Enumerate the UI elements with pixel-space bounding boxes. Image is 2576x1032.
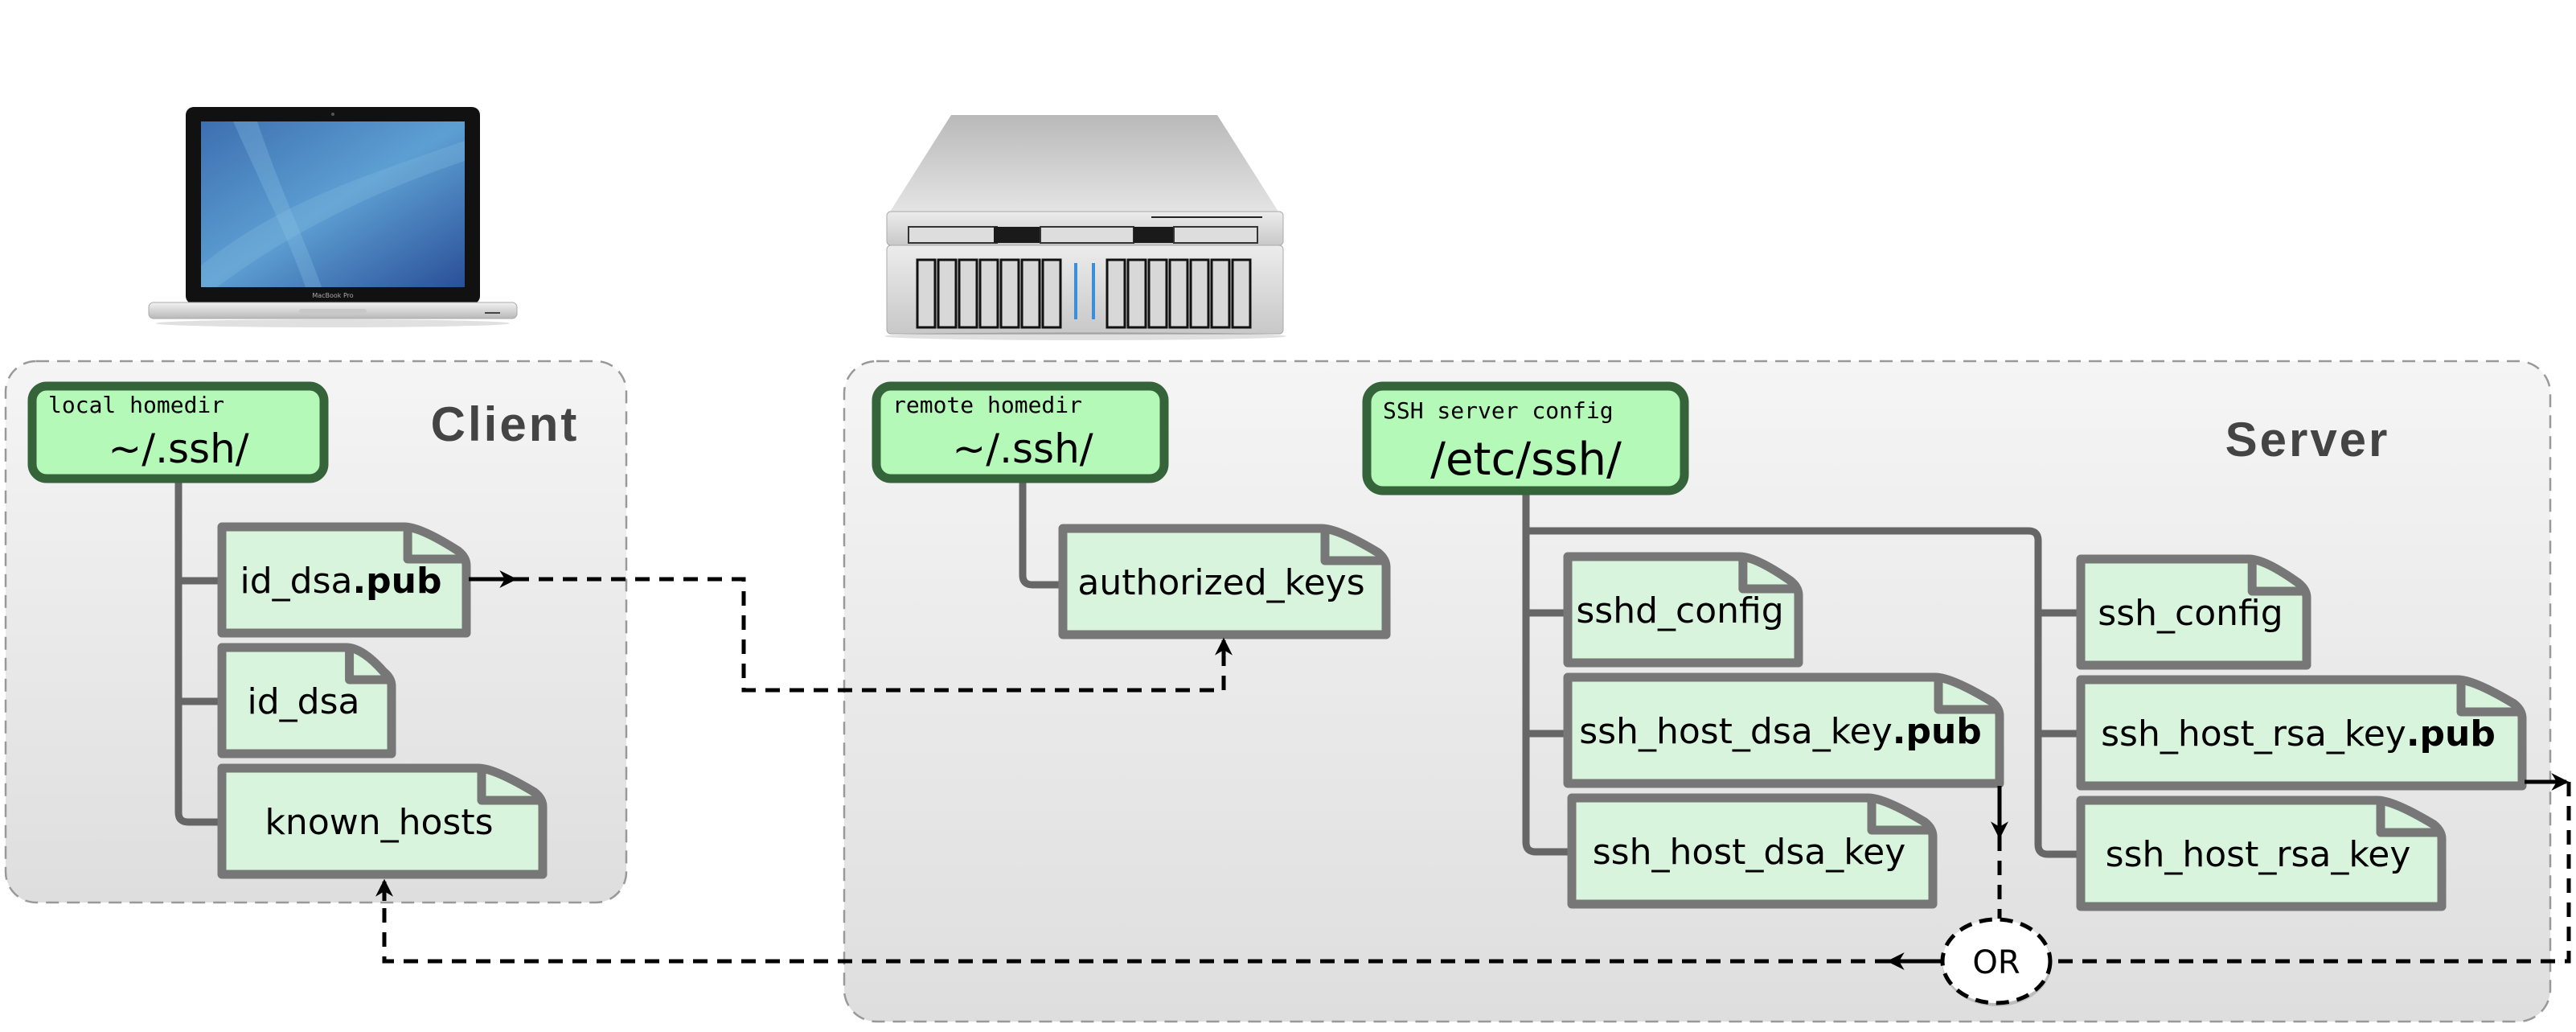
- file-corner-fold: [2456, 683, 2519, 717]
- file-extension: .pub: [1893, 711, 1982, 752]
- flow-id-dsa-pub-to-authorized-keys: [515, 577, 1226, 693]
- file-authorized-keys[interactable]: authorized_keys: [1058, 524, 1391, 639]
- server-label: Server: [2225, 413, 2390, 467]
- file-name: known_hosts: [265, 802, 493, 843]
- dir-path: ~/.ssh/: [108, 426, 248, 472]
- file-icon: [1567, 793, 1938, 909]
- connectors: [375, 570, 2571, 970]
- dir-caption: local homedir: [48, 392, 224, 418]
- dir-path: ~/.ssh/: [952, 426, 1093, 472]
- dir-caption: SSH server config: [1383, 397, 1614, 424]
- file-corner-fold: [345, 651, 388, 685]
- file-id-dsa[interactable]: id_dsa: [217, 643, 396, 759]
- laptop-icon: MacBook Pro: [148, 107, 518, 327]
- file-extension: .pub: [2406, 713, 2496, 754]
- file-basename: id_dsa: [240, 561, 352, 602]
- file-basename: known_hosts: [265, 802, 493, 843]
- server-config-dir-box[interactable]: SSH server config /etc/ssh/: [1362, 381, 1689, 495]
- file-icon: [217, 763, 548, 879]
- file-name: id_dsa: [248, 681, 360, 722]
- file-corner-fold: [1320, 532, 1383, 565]
- flow-or-to-known-hosts: [382, 893, 1889, 964]
- laptop-brand-text: MacBook Pro: [312, 292, 353, 299]
- file-corner-fold: [1738, 560, 1795, 594]
- file-known-hosts[interactable]: known_hosts: [217, 763, 548, 879]
- file-ssh-host-dsa-key-pub[interactable]: ssh_host_dsa_key.pub: [1563, 672, 2004, 788]
- file-basename: ssh_host_dsa_key: [1593, 832, 1906, 873]
- file-icon: [2076, 796, 2447, 911]
- file-name: id_dsa.pub: [240, 561, 441, 602]
- file-name: sshd_config: [1576, 590, 1783, 631]
- file-basename: authorized_keys: [1077, 562, 1364, 603]
- file-basename: ssh_host_rsa_key: [2106, 834, 2411, 875]
- file-basename: id_dsa: [248, 681, 360, 722]
- file-name: ssh_host_rsa_key.pub: [2101, 713, 2496, 754]
- file-corner-fold: [477, 771, 539, 805]
- file-ssh-config[interactable]: ssh_config: [2076, 554, 2311, 670]
- file-name: ssh_host_rsa_key: [2106, 834, 2411, 875]
- dir-caption: remote homedir: [892, 392, 1082, 418]
- server-homedir-box[interactable]: remote homedir ~/.ssh/: [872, 381, 1169, 483]
- file-basename: sshd_config: [1576, 590, 1783, 631]
- file-extension: .pub: [352, 561, 441, 602]
- flow-rsa-pub-to-or: [2051, 782, 2571, 964]
- file-basename: ssh_config: [2098, 593, 2283, 634]
- file-name: ssh_host_dsa_key: [1593, 832, 1906, 873]
- file-icon: [1058, 524, 1391, 639]
- file-basename: ssh_host_dsa_key: [1579, 711, 1893, 752]
- files-layer: id_dsa.pubid_dsaknown_hostsauthorized_ke…: [217, 522, 2527, 911]
- file-ssh-host-dsa-key[interactable]: ssh_host_dsa_key: [1567, 793, 1938, 909]
- client-homedir-box[interactable]: local homedir ~/.ssh/: [27, 381, 329, 483]
- file-name: authorized_keys: [1077, 562, 1364, 603]
- file-sshd-config[interactable]: sshd_config: [1563, 552, 1803, 668]
- file-corner-fold: [403, 530, 463, 564]
- file-name: ssh_config: [2098, 593, 2283, 634]
- file-corner-fold: [1867, 801, 1930, 835]
- dir-path: /etc/ssh/: [1430, 434, 1622, 486]
- or-label: OR: [1972, 944, 2020, 981]
- file-ssh-host-rsa-key-pub[interactable]: ssh_host_rsa_key.pub: [2076, 675, 2527, 791]
- tree-lines: [174, 479, 2085, 858]
- file-corner-fold: [2376, 804, 2439, 837]
- file-icon: [1563, 672, 2004, 788]
- file-ssh-host-rsa-key[interactable]: ssh_host_rsa_key: [2076, 796, 2447, 911]
- file-corner-fold: [1934, 680, 1996, 714]
- file-icon: [2076, 675, 2527, 791]
- file-basename: ssh_host_rsa_key: [2101, 713, 2406, 754]
- file-corner-fold: [2247, 562, 2303, 596]
- client-label: Client: [431, 397, 580, 451]
- rack-server-icon: [884, 115, 1286, 340]
- file-id-dsa-pub[interactable]: id_dsa.pub: [217, 522, 471, 638]
- or-node: OR: [1940, 917, 2053, 1006]
- file-name: ssh_host_dsa_key.pub: [1579, 711, 1982, 752]
